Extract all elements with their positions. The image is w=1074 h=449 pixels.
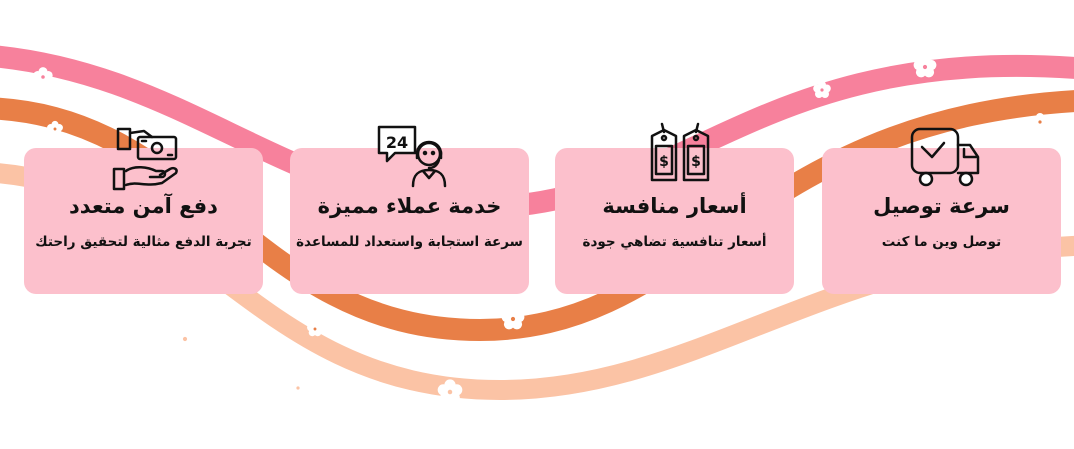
feature-card-prices: أسعار منافسة أسعار تنافسية تضاهي جودة (555, 148, 794, 294)
feature-title: سرعة توصيل (873, 194, 1010, 218)
price-tags-icon: $ $ (650, 122, 710, 182)
feature-description: تجربة الدفع مثالية لتحقيق راحتك (35, 234, 252, 250)
feature-card-payment: دفع آمن متعدد تجربة الدفع مثالية لتحقيق … (24, 148, 263, 294)
delivery-truck-icon (910, 127, 980, 187)
flower-icon (33, 67, 53, 86)
flower-icon (173, 327, 197, 350)
flower-icon (289, 379, 307, 396)
feature-title: دفع آمن متعدد (69, 194, 218, 218)
flower-icon (913, 55, 937, 78)
support-24-label: 24 (386, 133, 408, 152)
svg-text:$: $ (691, 154, 701, 170)
hand-money-icon (112, 127, 178, 191)
feature-title: خدمة عملاء مميزة (317, 194, 502, 218)
support-24-icon: 24 (377, 125, 447, 188)
feature-description: سرعة استجابة واستعداد للمساعدة (296, 234, 523, 250)
flower-icon (307, 320, 323, 337)
flower-icon (437, 379, 463, 404)
feature-description: أسعار تنافسية تضاهي جودة (582, 234, 767, 250)
feature-title: أسعار منافسة (602, 194, 747, 218)
flower-icon (501, 307, 525, 330)
feature-card-customer-service: خدمة عملاء مميزة سرعة استجابة واستعداد ل… (290, 148, 529, 294)
flower-icon (813, 81, 831, 98)
flower-icon (47, 120, 63, 137)
svg-text:$: $ (659, 154, 669, 170)
feature-description: توصل وين ما كنت (881, 234, 1002, 250)
flower-icon (1031, 113, 1049, 130)
